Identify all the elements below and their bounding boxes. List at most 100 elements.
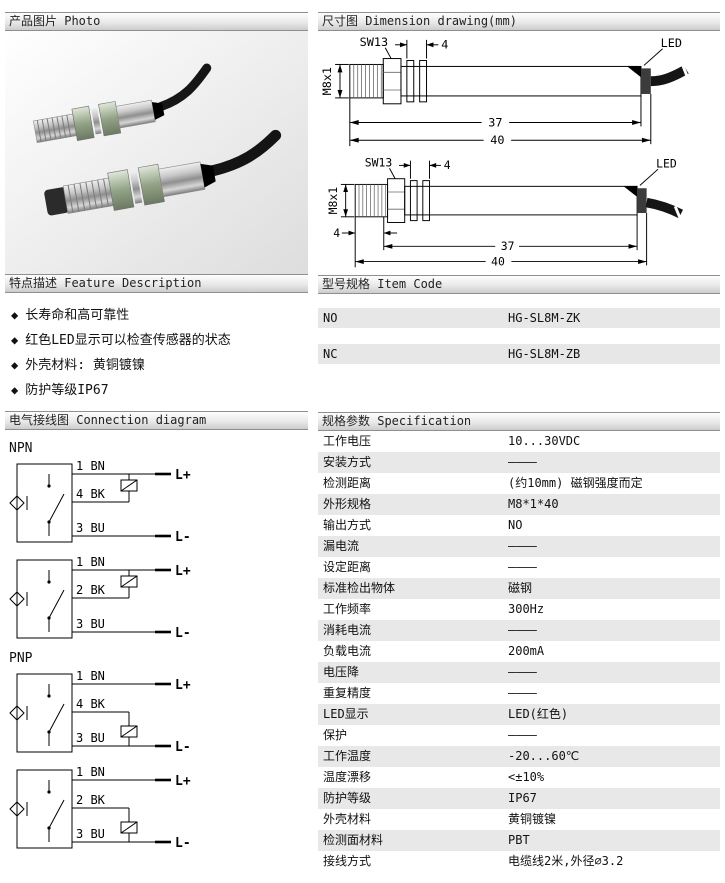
dim-4-label: 4 (444, 158, 451, 172)
wire-label: 1 BN (76, 765, 105, 779)
spec-label: 工作频率 (323, 602, 372, 616)
cable (650, 65, 689, 87)
sensor-face-icon (9, 801, 25, 817)
spec-value: -20...60℃ (508, 749, 580, 763)
wire-label: 3 BU (76, 731, 105, 745)
led-label: LED (656, 156, 677, 170)
sensing-tip (44, 187, 70, 216)
item-code-section: NO HG-SL8M-ZK NC HG-SL8M-ZB (318, 294, 720, 412)
spec-label: 消耗电流 (323, 623, 372, 637)
spec-row: 重复精度———— (318, 683, 720, 704)
feature-text: 红色LED显示可以检查传感器的状态 (25, 333, 231, 348)
product-photo (5, 31, 308, 274)
spec-value: PBT (508, 833, 530, 847)
spec-label: 漏电流 (323, 539, 360, 553)
item-code-table: NO HG-SL8M-ZK NC HG-SL8M-ZB (318, 294, 720, 364)
cable-gland (640, 68, 651, 94)
hex-nut (387, 178, 406, 223)
spec-row: 接线方式电缆线2米,外径⌀3.2 (318, 851, 720, 872)
photo-section (5, 31, 308, 274)
cable-gland (637, 188, 647, 213)
supply-plus-label: L+ (175, 468, 191, 483)
sw13-label: SW13 (365, 155, 393, 169)
spec-label: 外壳材料 (323, 812, 372, 826)
spec-label: 标准检出物体 (323, 581, 396, 595)
spec-label: 电压降 (323, 665, 360, 679)
supply-minus-label: L- (175, 836, 191, 851)
item-code-value: HG-SL8M-ZK (508, 311, 581, 325)
spec-label: 检测面材料 (323, 833, 384, 847)
switch-blade (48, 493, 65, 523)
feature-item: ◆防护等级IP67 (11, 378, 308, 403)
led-label: LED (661, 36, 682, 50)
item-code-row: NO HG-SL8M-ZK (318, 308, 720, 328)
thread-section (354, 183, 389, 218)
spec-row: 检测面材料 PBT (318, 830, 720, 851)
right-column: 尺寸图 Dimension drawing(mm) SW13 (318, 12, 720, 872)
spec-value: ———— (508, 455, 537, 469)
switch-blade (48, 799, 65, 829)
spec-label: 外形规格 (323, 497, 372, 511)
diamond-bullet-icon: ◆ (11, 333, 19, 347)
thread-lines (67, 178, 109, 213)
section-title: 规格参数 Specification (322, 414, 472, 428)
spec-value: ———— (508, 623, 537, 637)
supply-minus-label: L- (175, 626, 191, 641)
feature-text: 长寿命和高可靠性 (25, 308, 130, 323)
section-header-dimension: 尺寸图 Dimension drawing(mm) (318, 12, 720, 31)
wiring-diagram-2: 1 BN 2 BK 3 BU L+ L- (9, 555, 191, 641)
hex-nut (382, 58, 402, 105)
diamond-bullet-icon: ◆ (11, 308, 19, 322)
switch-blade (48, 703, 65, 733)
spec-label: 检测距离 (323, 476, 372, 490)
spec-label: 接线方式 (323, 854, 372, 868)
spec-row: 漏电流———— (318, 536, 720, 557)
spec-label: 重复精度 (323, 686, 372, 700)
diamond-bullet-icon: ◆ (11, 383, 19, 397)
sensor-box (16, 769, 73, 849)
wire-label: 2 BK (76, 583, 106, 597)
thread-lines (36, 114, 72, 143)
spec-row: 保护———— (318, 725, 720, 746)
dim-40-label: 40 (491, 254, 505, 268)
feature-item: ◆ 长寿命和高可靠性 (11, 303, 308, 328)
wire-label: 2 BK (76, 793, 106, 807)
supply-minus-label: L- (175, 530, 191, 545)
section-header-item-code: 型号规格 Item Code (318, 275, 720, 294)
spec-label: 温度漂移 (323, 770, 372, 784)
sensor-body (400, 65, 642, 97)
wiring-diagram-3: 1 BN 4 BK 3 BU L+ L- (9, 669, 191, 755)
dimension-section: SW13 4 LED M8x1 37 40 (318, 32, 720, 275)
supply-plus-label: L+ (175, 678, 191, 693)
sensor-face-icon (9, 495, 25, 511)
sensor-lower (44, 129, 282, 216)
spec-value: IP67 (508, 791, 537, 805)
wiring-diagram-4: 1 BN 2 BK 3 BU L+ L- (9, 765, 191, 851)
spec-value: 磁钢 (508, 581, 533, 595)
sensor-upper (32, 63, 212, 143)
spec-label: 输出方式 (323, 518, 372, 532)
spec-label: 设定距离 (323, 560, 372, 574)
spec-row: 检测距离(约10mm) 磁钢强度而定 (318, 473, 720, 494)
dim-4-label: 4 (441, 38, 448, 52)
spec-value: ———— (508, 665, 537, 679)
wire-label: 1 BN (76, 555, 105, 569)
spec-label: 工作温度 (323, 749, 372, 763)
wire-label: 4 BK (76, 487, 106, 501)
spec-label: LED显示 (323, 707, 369, 721)
wire-label: 1 BN (76, 669, 105, 683)
spec-row: 安装方式———— (318, 452, 720, 473)
section-title: 电气接线图 Connection diagram (9, 413, 207, 427)
spec-value: ———— (508, 560, 537, 574)
spec-value: 黄铜镀镍 (508, 812, 557, 826)
item-code-type: NO (323, 311, 338, 325)
spec-row: 设定距离 ———— (318, 557, 720, 578)
thread-section (349, 63, 384, 99)
npn-label: NPN (9, 441, 33, 456)
feature-list: ◆长寿命和高可靠性 ◆红色LED显示可以检查传感器的状态 ◆外壳材料: 黄铜镀镍… (5, 293, 308, 403)
switch-blade (48, 589, 65, 619)
spec-label: 防护等级 (323, 791, 372, 805)
